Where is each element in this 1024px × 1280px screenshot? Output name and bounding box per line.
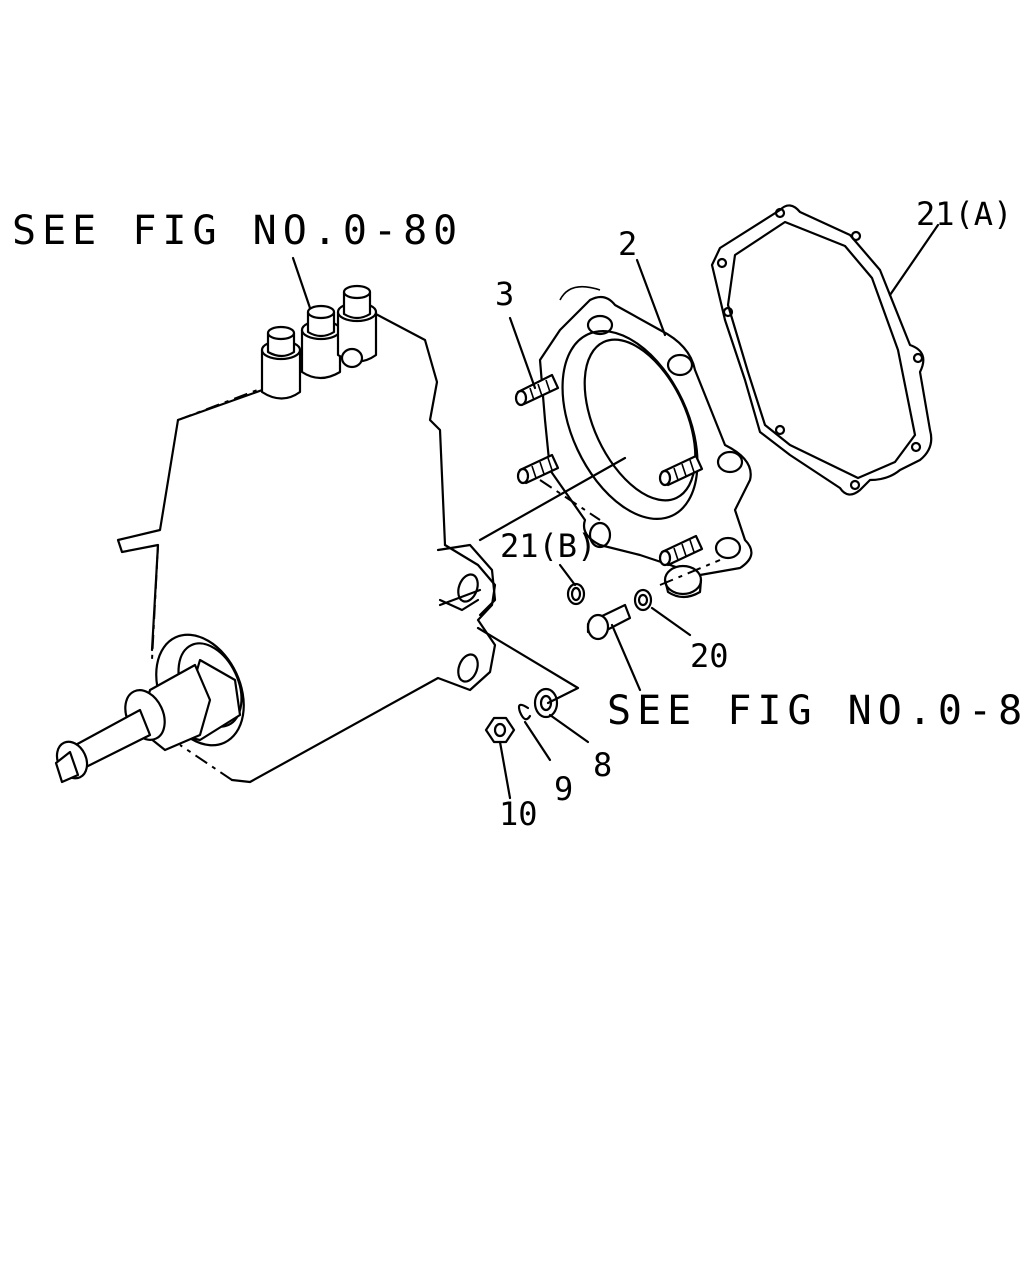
studs <box>514 373 704 567</box>
small-parts <box>484 582 653 744</box>
gasket-21a <box>710 204 933 496</box>
reference-label-top: SEE FIG NO.0-80 <box>12 208 463 254</box>
callout-9: 9 <box>554 770 573 808</box>
callout-8: 8 <box>593 746 612 784</box>
callout-10: 10 <box>499 795 538 833</box>
assembly-lines <box>438 456 721 705</box>
gear-case-cover <box>538 285 753 599</box>
callout-21b: 21(B) <box>500 527 596 565</box>
drive-shaft <box>54 658 242 784</box>
callout-2: 2 <box>618 225 637 263</box>
leader-lines <box>498 223 940 800</box>
callout-21a: 21(A) <box>916 195 1012 233</box>
reference-label-bottom: SEE FIG NO.0-80 <box>607 688 1024 734</box>
injection-pump-body <box>54 284 497 784</box>
leader-top-reference <box>291 256 312 310</box>
delivery-valve-holders <box>260 284 378 400</box>
callout-3: 3 <box>495 275 514 313</box>
callout-20: 20 <box>690 637 729 675</box>
